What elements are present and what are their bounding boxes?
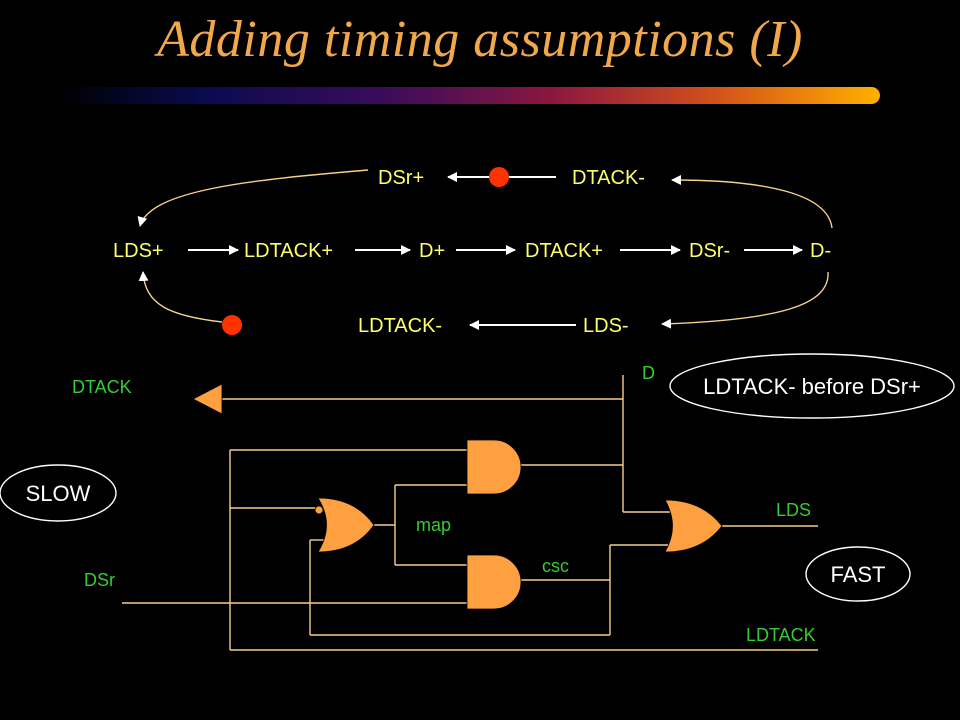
signal-label-map: map [416, 515, 451, 535]
callout-slow: SLOW [0, 464, 117, 522]
stg-node-dsr-plus: DSr+ [378, 167, 424, 189]
arc-d-minus-to-lds-minus [661, 271, 829, 329]
signal-label-dtack: DTACK [72, 377, 132, 397]
stg-node-dsr-minus: DSr- [689, 240, 730, 262]
circuit [122, 375, 818, 651]
or-gate-2 [664, 499, 723, 553]
arc-d-minus-to-dtack-minus [671, 175, 833, 229]
token-bottom [222, 315, 242, 335]
stg-node-lds-plus: LDS+ [113, 240, 164, 262]
callout-assumption-text: LDTACK- before DSr+ [703, 374, 921, 399]
signal-label-dsr: DSr [84, 570, 115, 590]
stg-node-dtack-plus: DTACK+ [525, 240, 603, 262]
and-gate-2 [466, 554, 522, 610]
token-top [489, 167, 509, 187]
signal-label-ldtack: LDTACK [746, 625, 816, 645]
stg-node-d-minus: D- [810, 240, 831, 262]
stg-node-d-plus: D+ [419, 240, 445, 262]
and-gate-1 [466, 439, 522, 495]
stg-node-ldtack-minus: LDTACK- [358, 315, 442, 337]
title-underline-bar [55, 87, 880, 104]
arc-ldtack-minus-to-lds-plus [138, 271, 223, 323]
dtack-buffer [192, 383, 223, 415]
gates [192, 383, 723, 610]
arc-dsr-plus-to-lds-plus [137, 169, 369, 227]
or-gate-1 [317, 497, 375, 553]
stg-node-ldtack-plus: LDTACK+ [244, 240, 333, 262]
or-gate-1-inverter-bubble [314, 505, 324, 515]
signal-label-d: D [642, 363, 655, 383]
stg-graph: LDS+ LDTACK+ D+ DTACK+ DSr- D- DSr+ DTAC… [113, 167, 833, 337]
callout-fast-text: FAST [830, 562, 885, 587]
stg-node-dtack-minus: DTACK- [572, 167, 645, 189]
callout-slow-text: SLOW [26, 481, 91, 506]
callout-fast: FAST [805, 546, 911, 602]
slide-title: Adding timing assumptions (I) [157, 11, 803, 68]
signal-label-csc: csc [542, 556, 569, 576]
stg-node-lds-minus: LDS- [583, 315, 629, 337]
signal-label-lds: LDS [776, 500, 811, 520]
callout-assumption: LDTACK- before DSr+ [669, 353, 955, 419]
